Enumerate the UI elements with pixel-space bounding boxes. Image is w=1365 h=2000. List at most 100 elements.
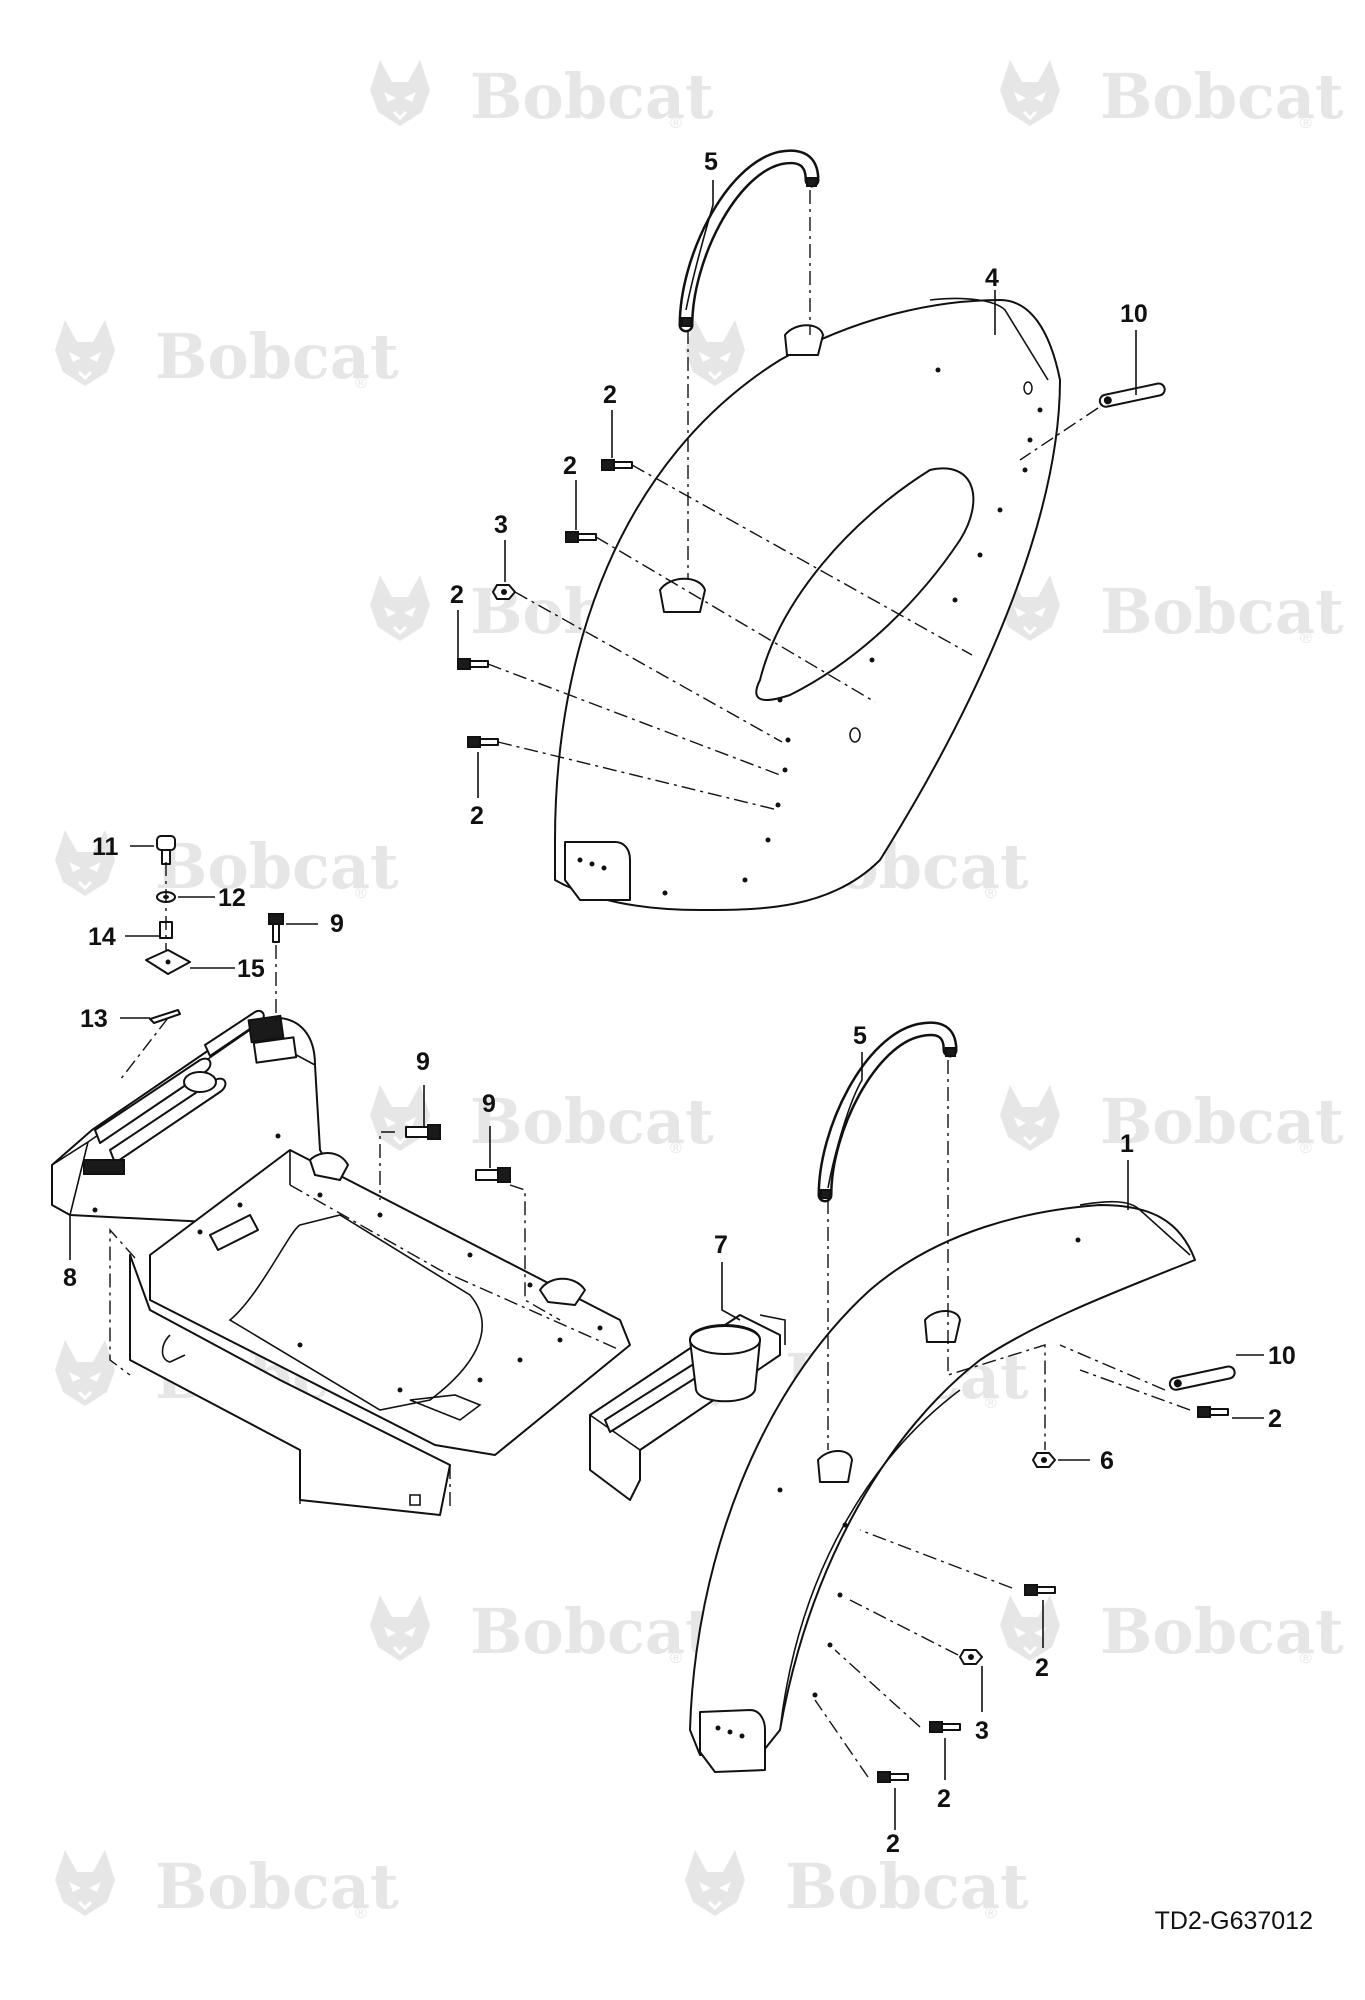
flange-nut-3b [959, 1649, 983, 1665]
watermark-text: Bobcat [155, 320, 399, 393]
bobcat-logo-icon [53, 318, 117, 388]
bobcat-logo-icon [53, 1338, 117, 1408]
lower-fender-bolt-holes [777, 1237, 1081, 1698]
watermark-text: Bobcat [1100, 575, 1344, 648]
drawing-number: TD2-G637012 [1154, 1907, 1313, 1935]
lower-fender [689, 1204, 1196, 1756]
frame-top [149, 1149, 631, 1456]
watermark-15: Bobcat ® [53, 1848, 399, 1923]
watermark-registered-mark: ® [1300, 115, 1312, 132]
lower-fender-handle-mount-rear [817, 1450, 853, 1483]
callout-labels: 5 4 10 2 2 3 2 2 11 12 14 9 15 13 8 9 9 … [63, 148, 1296, 1858]
watermark-registered-mark: ® [1300, 1140, 1312, 1157]
callout-label: 10 [1120, 300, 1148, 328]
callout-label: 2 [450, 581, 464, 609]
handle-stud [681, 317, 692, 327]
bobcat-logo-icon [998, 58, 1062, 128]
upper-fender-bolt-holes [662, 367, 1043, 896]
lower-fender-mud-flap [699, 1709, 766, 1773]
callout-label: 3 [494, 511, 508, 539]
bobcat-logo-icon [683, 318, 747, 388]
lower-assembly-lines [814, 1060, 1191, 1778]
watermark-registered-mark: ® [670, 1650, 682, 1667]
capscrew-2b [565, 531, 597, 543]
handle-stud [806, 177, 817, 187]
bobcat-logo-icon [368, 1593, 432, 1663]
callout-label: 7 [714, 1231, 728, 1259]
watermark-text: Bobcat [1100, 1085, 1344, 1158]
hole [589, 861, 595, 867]
console-switch [247, 1014, 285, 1044]
watermark-text: Bobcat [155, 830, 399, 903]
watermark-registered-mark: ® [355, 885, 367, 902]
capscrew-2h [877, 1771, 909, 1783]
capscrew-2c [457, 658, 489, 670]
lower-fender-assembly [689, 1200, 1196, 1773]
flange-nut-3a [492, 584, 516, 600]
bobcat-logo-icon [368, 1083, 432, 1153]
watermark-7: Bobcat ® [53, 828, 399, 903]
bobcat-logo-icon [368, 573, 432, 643]
console-latch [83, 1159, 125, 1175]
callout-label: 2 [1268, 1405, 1282, 1433]
callout-label: 15 [237, 955, 265, 983]
lower-fender-handle-mount-front [924, 1310, 961, 1343]
callout-label: 3 [975, 1717, 989, 1745]
fender-strap-10b [1168, 1365, 1236, 1391]
watermark-text: Bobcat [785, 1850, 1029, 1923]
capscrew-9b [405, 1124, 441, 1140]
bobcat-logo-icon [53, 1848, 117, 1918]
upper-fender-top-edge [929, 297, 1049, 381]
cupholder-bracket [589, 1314, 786, 1501]
watermark-14: Bobcat ® [998, 1593, 1344, 1668]
bobcat-logo-icon [368, 58, 432, 128]
capscrew-2d [467, 736, 499, 748]
fender-strap-10a [1098, 382, 1166, 408]
watermark-1: Bobcat ® [368, 58, 714, 133]
hole [577, 857, 583, 863]
callout-label: 2 [937, 1785, 951, 1813]
callout-label: 9 [330, 910, 344, 938]
callout-label: 5 [853, 1022, 867, 1050]
callout-label: 2 [470, 802, 484, 830]
bobcat-logo-icon [683, 1848, 747, 1918]
watermark-registered-mark: ® [985, 1905, 997, 1922]
upper-fender-assembly [554, 297, 1061, 911]
bobcat-logo-icon [998, 1593, 1062, 1663]
callout-label: 6 [1100, 1447, 1114, 1475]
callout-label: 10 [1268, 1342, 1296, 1370]
callout-label: 13 [80, 1005, 108, 1033]
watermark-3: Bobcat ® [53, 318, 399, 393]
capscrew-2e [1197, 1406, 1229, 1418]
watermark-9: Bobcat ® [368, 1083, 714, 1158]
callout-label: 2 [886, 1830, 900, 1858]
lower-fasteners [877, 1365, 1236, 1783]
callout-label: 8 [63, 1264, 77, 1292]
watermark-13: Bobcat ® [368, 1593, 714, 1668]
watermark-registered-mark: ® [985, 1395, 997, 1412]
callout-label: 5 [704, 148, 718, 176]
watermark-registered-mark: ® [670, 115, 682, 132]
watermark-16: Bobcat ® [683, 1848, 1029, 1923]
frame-holes [197, 1192, 603, 1393]
callout-leaders [69, 180, 1264, 1830]
callout-label: 2 [1035, 1654, 1049, 1682]
frame-side [129, 1254, 451, 1516]
watermark-text: Bobcat [470, 60, 714, 133]
callout-label: 2 [563, 452, 577, 480]
upper-fender-mud-flap [564, 841, 631, 901]
seat-base-fasteners [379, 1124, 561, 1321]
capscrew-9a [268, 913, 284, 943]
upper-fender-handle-mount-rear [659, 577, 706, 613]
watermark-registered-mark: ® [985, 885, 997, 902]
watermark-registered-mark: ® [1300, 1650, 1312, 1667]
watermark-text: Bobcat [1100, 1595, 1344, 1668]
clip-13 [149, 1009, 181, 1024]
capscrew-9c [475, 1167, 511, 1183]
callout-label: 9 [482, 1090, 496, 1118]
watermark-registered-mark: ® [670, 1140, 682, 1157]
console-hardware [119, 835, 284, 1081]
frame-bracket [539, 1277, 586, 1306]
